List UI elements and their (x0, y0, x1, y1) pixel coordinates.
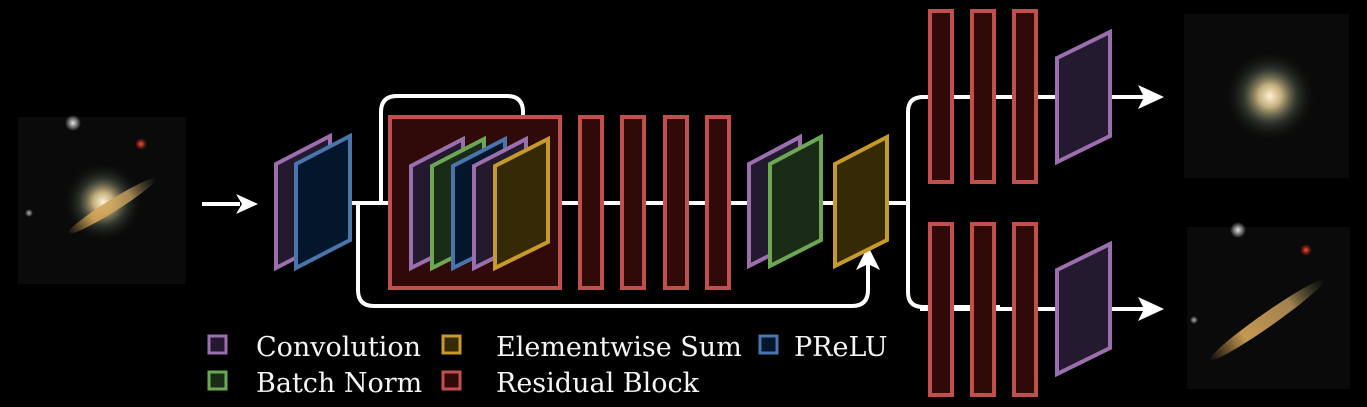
residual-block-3 (663, 115, 689, 290)
branch-bottom-residual-block-1 (928, 222, 954, 397)
legend-item-residual-block: Residual Block (441, 368, 700, 399)
branch-top-residual-blocks (928, 9, 1038, 184)
branch-bottom-residual-block-3 (1012, 222, 1038, 397)
branch-top-residual-block-3 (1012, 9, 1038, 184)
legend-item-batch-norm: Batch Norm (207, 368, 422, 399)
branch-bottom-arrowhead (1138, 297, 1164, 321)
branch-bottom-conv (1055, 240, 1112, 378)
output-galaxy-image-top (1184, 14, 1349, 178)
legend-item-elementwise-sum: Elementwise Sum (441, 332, 742, 363)
skip-arrowhead-long (856, 246, 880, 270)
residual-block-2 (620, 115, 646, 290)
legend-label-batch-norm: Batch Norm (256, 368, 422, 399)
legend-item-prelu: PReLU (758, 332, 888, 363)
legend-swatch-prelu (758, 334, 779, 355)
input-galaxy-image (18, 115, 186, 284)
branch-top-arrowhead (1138, 85, 1164, 109)
branch-top-conv (1055, 28, 1112, 166)
legend-swatch-convolution (207, 334, 228, 355)
output-galaxy-image-bottom (1187, 222, 1350, 389)
skip-connection-residual (379, 94, 525, 203)
legend-label-elementwise-sum: Elementwise Sum (496, 332, 742, 363)
legend-swatch-residual-block (441, 370, 462, 391)
residual-block-4 (705, 115, 731, 290)
elementwise-sum-layer (833, 133, 889, 270)
legend-swatch-batch-norm (207, 370, 228, 391)
residual-elementwise-sum (493, 135, 550, 272)
skip-connection-long (356, 203, 870, 308)
residual-block-expanded (388, 115, 562, 290)
legend: Convolution Elementwise Sum PReLU Batch … (207, 332, 888, 399)
prelu-layer-input (294, 132, 352, 272)
branch-bottom-residual-blocks (928, 222, 1038, 397)
legend-label-prelu: PReLU (794, 332, 888, 363)
branch-top-residual-block-1 (928, 9, 954, 184)
input-arrow (202, 194, 258, 214)
legend-label-residual-block: Residual Block (496, 368, 700, 399)
residual-block-1 (578, 115, 604, 290)
legend-swatch-elementwise-sum (441, 334, 462, 355)
residual-block-stack (578, 115, 731, 290)
post-batchnorm-layer (768, 133, 823, 270)
legend-item-convolution: Convolution (207, 332, 421, 363)
branch-bottom-residual-block-2 (970, 222, 996, 397)
branch-top-residual-block-2 (970, 9, 996, 184)
legend-label-convolution: Convolution (256, 332, 421, 363)
